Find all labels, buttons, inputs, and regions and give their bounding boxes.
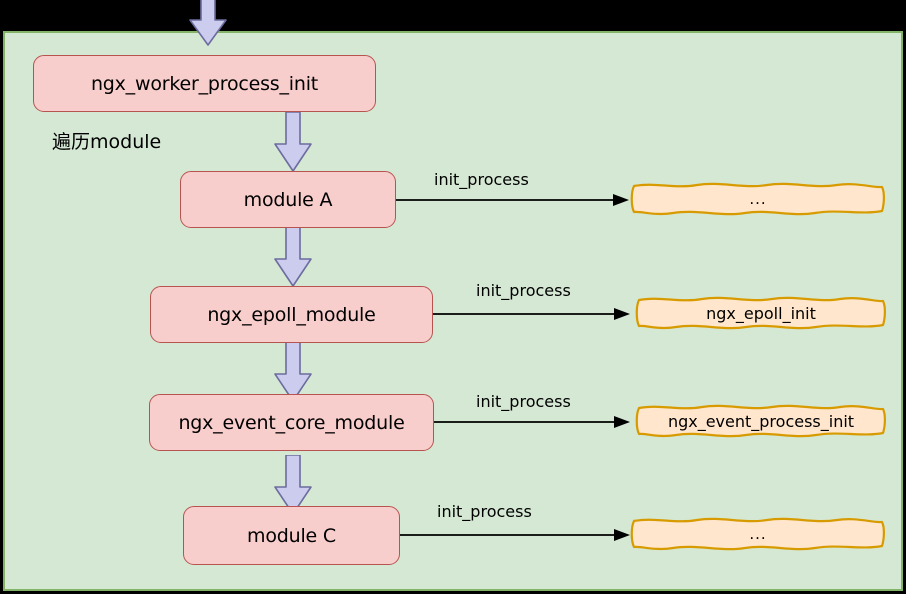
wavy-box-outline (630, 517, 885, 551)
node-callback-module-a[interactable]: ... (625, 180, 891, 218)
note-iterate-modules: 遍历module (52, 131, 162, 153)
node-ngx-epoll-module[interactable]: ngx_epoll_module (150, 286, 433, 343)
wavy-box-outline (630, 182, 885, 216)
edge-label-init-process-module-c: init_process (437, 502, 532, 521)
block-arrow-entry-to-worker-init (189, 0, 227, 46)
node-ngx-worker-process-init[interactable]: ngx_worker_process_init (33, 55, 376, 112)
callback-label: ... (749, 525, 767, 543)
wavy-box-outline (635, 404, 886, 438)
block-arrow-worker-init-to-module-a (274, 112, 312, 172)
wavy-box-outline (635, 296, 886, 330)
callback-label: ngx_epoll_init (706, 303, 816, 323)
connector-epoll-module-to-callback (432, 308, 630, 320)
node-callback-ngx-epoll-init[interactable]: ngx_epoll_init (630, 294, 892, 332)
edge-label-init-process-module-a: init_process (434, 170, 529, 189)
node-ngx-event-core-module[interactable]: ngx_event_core_module (149, 394, 434, 451)
block-arrow-epoll-module-to-event-core-module (274, 342, 312, 402)
edge-label-init-process-epoll-module: init_process (476, 281, 571, 300)
block-arrow-module-a-to-epoll-module (274, 227, 312, 287)
node-callback-module-c[interactable]: ... (625, 515, 891, 553)
connector-module-c-to-callback (398, 529, 630, 541)
node-callback-ngx-event-process-init[interactable]: ngx_event_process_init (630, 402, 892, 440)
callback-label: ... (749, 190, 767, 208)
connector-module-a-to-callback (393, 194, 629, 206)
node-module-c[interactable]: module C (183, 506, 400, 565)
node-module-a[interactable]: module A (180, 171, 396, 228)
connector-event-core-module-to-callback (432, 416, 630, 428)
callback-label: ngx_event_process_init (667, 411, 855, 431)
block-arrow-event-core-module-to-module-c (274, 455, 312, 515)
edge-label-init-process-event-core-module: init_process (476, 392, 571, 411)
